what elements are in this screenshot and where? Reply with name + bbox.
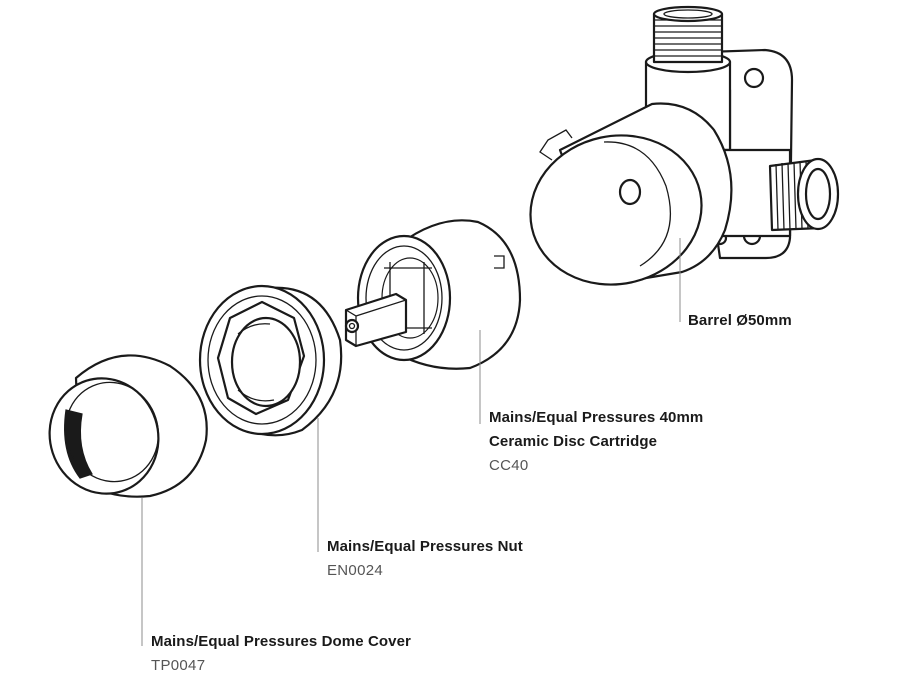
nut-part-code: EN0024: [327, 562, 384, 579]
cartridge-notch: [494, 256, 504, 268]
right-outlet-thread: [770, 159, 838, 230]
cartridge-label-line2: Ceramic Disc Cartridge: [489, 433, 658, 450]
cartridge-label-line1: Mains/Equal Pressures 40mm: [489, 409, 704, 426]
cartridge-spindle: [346, 294, 406, 346]
barrel-inner-wall: [604, 142, 670, 266]
cartridge-part-code: CC40: [489, 457, 529, 474]
leader-lines: [142, 238, 680, 646]
ceramic-disc-cartridge: [346, 220, 520, 368]
mains-nut: [200, 286, 341, 435]
barrel-port-hole: [620, 180, 640, 204]
nut-bore: [232, 318, 300, 406]
nut-label: Mains/Equal Pressures Nut: [327, 538, 523, 555]
barrel-callout: Barrel Ø50mm: [688, 309, 792, 333]
dome-cover: [35, 355, 207, 507]
dome-part-code: TP0047: [151, 657, 206, 674]
spindle-bore: [346, 320, 358, 332]
barrel-bore-opening: [516, 120, 715, 301]
top-inlet-thread: [654, 7, 722, 62]
bracket-hole-top: [745, 69, 763, 87]
cartridge-ribs: [384, 262, 432, 334]
cartridge-callout: Mains/Equal Pressures 40mm Ceramic Disc …: [489, 406, 703, 478]
dome-label: Mains/Equal Pressures Dome Cover: [151, 633, 411, 650]
barrel-body: [516, 7, 838, 300]
dome-inner-shadow: [65, 410, 92, 478]
dome-callout: Mains/Equal Pressures Dome Cover TP0047: [151, 630, 411, 675]
nut-callout: Mains/Equal Pressures Nut EN0024: [327, 535, 523, 583]
barrel-label: Barrel Ø50mm: [688, 312, 792, 329]
